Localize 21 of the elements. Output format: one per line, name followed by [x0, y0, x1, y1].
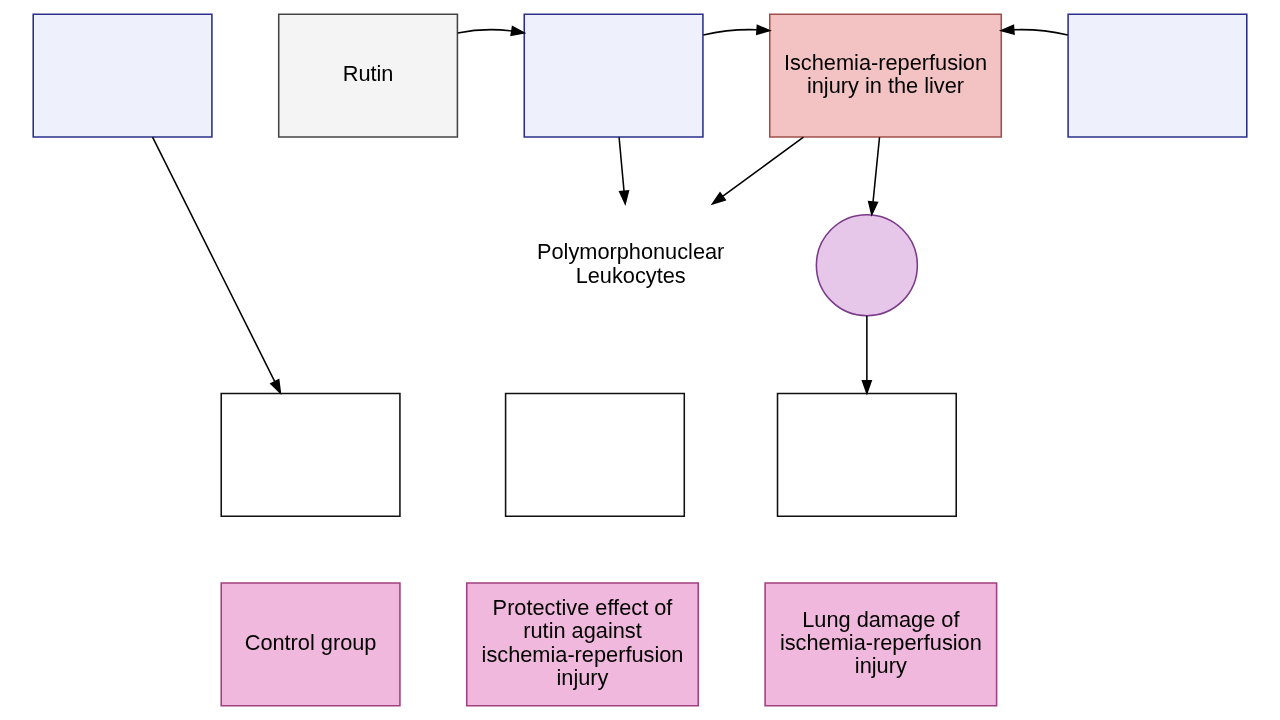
- node-box: [1067, 13, 1248, 138]
- arrow: [710, 136, 805, 206]
- node-box: Protective effect of rutin against ischemia-reperfusion injury: [465, 582, 700, 707]
- node-box: [776, 392, 957, 517]
- arrow: [456, 25, 527, 37]
- arrow: [998, 24, 1069, 36]
- arrow: [861, 315, 873, 396]
- arrow: [151, 136, 282, 395]
- node-box: [220, 392, 401, 517]
- node-box: Ischemia-reperfusion injury in the liver: [768, 13, 1003, 138]
- node-text: Polymorphonuclear Leukocytes: [536, 239, 725, 288]
- arrow: [702, 24, 772, 36]
- node-box: [32, 13, 213, 138]
- node-box: Control group: [220, 582, 401, 707]
- arrow: [618, 136, 630, 207]
- node-box: [523, 13, 704, 138]
- node-box: Rutin: [277, 13, 459, 138]
- arrow: [867, 136, 881, 217]
- node-box: Lung damage of ischemia-reperfusion injury: [764, 582, 998, 707]
- node-box: [504, 392, 686, 517]
- node-circle: [815, 213, 919, 317]
